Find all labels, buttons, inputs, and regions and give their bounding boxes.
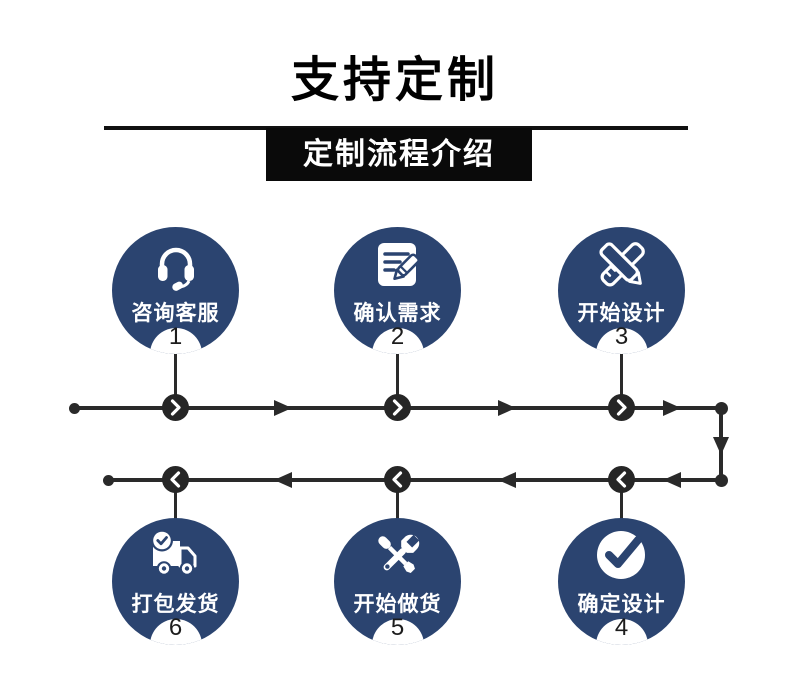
subtitle-banner: 定制流程介绍 (266, 128, 532, 181)
step-number: 2 (390, 323, 405, 350)
connector-step2 (396, 348, 399, 408)
arrow-left-icon (663, 472, 681, 488)
chevron-left-icon (392, 471, 403, 488)
flow-node-step5 (384, 466, 411, 493)
step-number: 4 (614, 614, 629, 641)
step-confirm-design: 确定设计 4 (558, 518, 685, 645)
connector-step6 (174, 480, 177, 520)
step-label: 打包发货 (131, 593, 220, 616)
flow-end-dot (103, 475, 114, 486)
arrow-down-icon (713, 437, 729, 455)
connector-step4 (620, 480, 623, 520)
step-confirm-requirements: 确认需求 2 (334, 227, 461, 354)
flow-node-step2 (384, 394, 411, 421)
step-number: 5 (390, 614, 405, 641)
step-consult-service: 咨询客服 1 (112, 227, 239, 354)
step-label: 开始做货 (353, 593, 442, 616)
connector-step1 (174, 348, 177, 408)
connector-step3 (620, 348, 623, 408)
step-start-design: 开始设计 3 (558, 227, 685, 354)
step-pack-ship: 打包发货 6 (112, 518, 239, 645)
step-number: 3 (614, 323, 629, 350)
step-number: 1 (168, 323, 183, 350)
flow-node-step1 (162, 394, 189, 421)
corner-dot-bottom (715, 474, 728, 487)
step-number: 6 (168, 614, 183, 641)
checkmark-icon (596, 531, 645, 579)
step-label: 确认需求 (353, 302, 442, 325)
arrow-left-icon (274, 472, 292, 488)
step-start-production: 开始做货 5 (334, 518, 461, 645)
flow-line-bottom (108, 478, 722, 482)
tools-icon (377, 534, 419, 573)
arrow-right-icon (498, 400, 516, 416)
connector-step5 (396, 480, 399, 520)
headset-icon (157, 247, 194, 291)
arrow-right-icon (274, 400, 292, 416)
flow-node-step4 (608, 466, 635, 493)
step-label: 开始设计 (577, 302, 666, 325)
chevron-right-icon (616, 399, 627, 416)
chevron-left-icon (616, 471, 627, 488)
step-label: 确定设计 (577, 593, 666, 616)
step-label: 咨询客服 (131, 302, 220, 325)
chevron-right-icon (392, 399, 403, 416)
arrow-left-icon (498, 472, 516, 488)
arrow-right-icon (663, 400, 681, 416)
flow-node-step6 (162, 466, 189, 493)
corner-dot-top (715, 402, 728, 415)
flow-node-step3 (608, 394, 635, 421)
flow-start-dot (69, 403, 80, 414)
ruler-pencil-icon (598, 242, 645, 287)
truck-icon (150, 529, 196, 576)
page-title: 支持定制 (290, 54, 499, 107)
chevron-right-icon (170, 399, 181, 416)
chevron-left-icon (170, 471, 181, 488)
subtitle-text: 定制流程介绍 (303, 138, 495, 171)
document-pencil-icon (377, 243, 420, 286)
